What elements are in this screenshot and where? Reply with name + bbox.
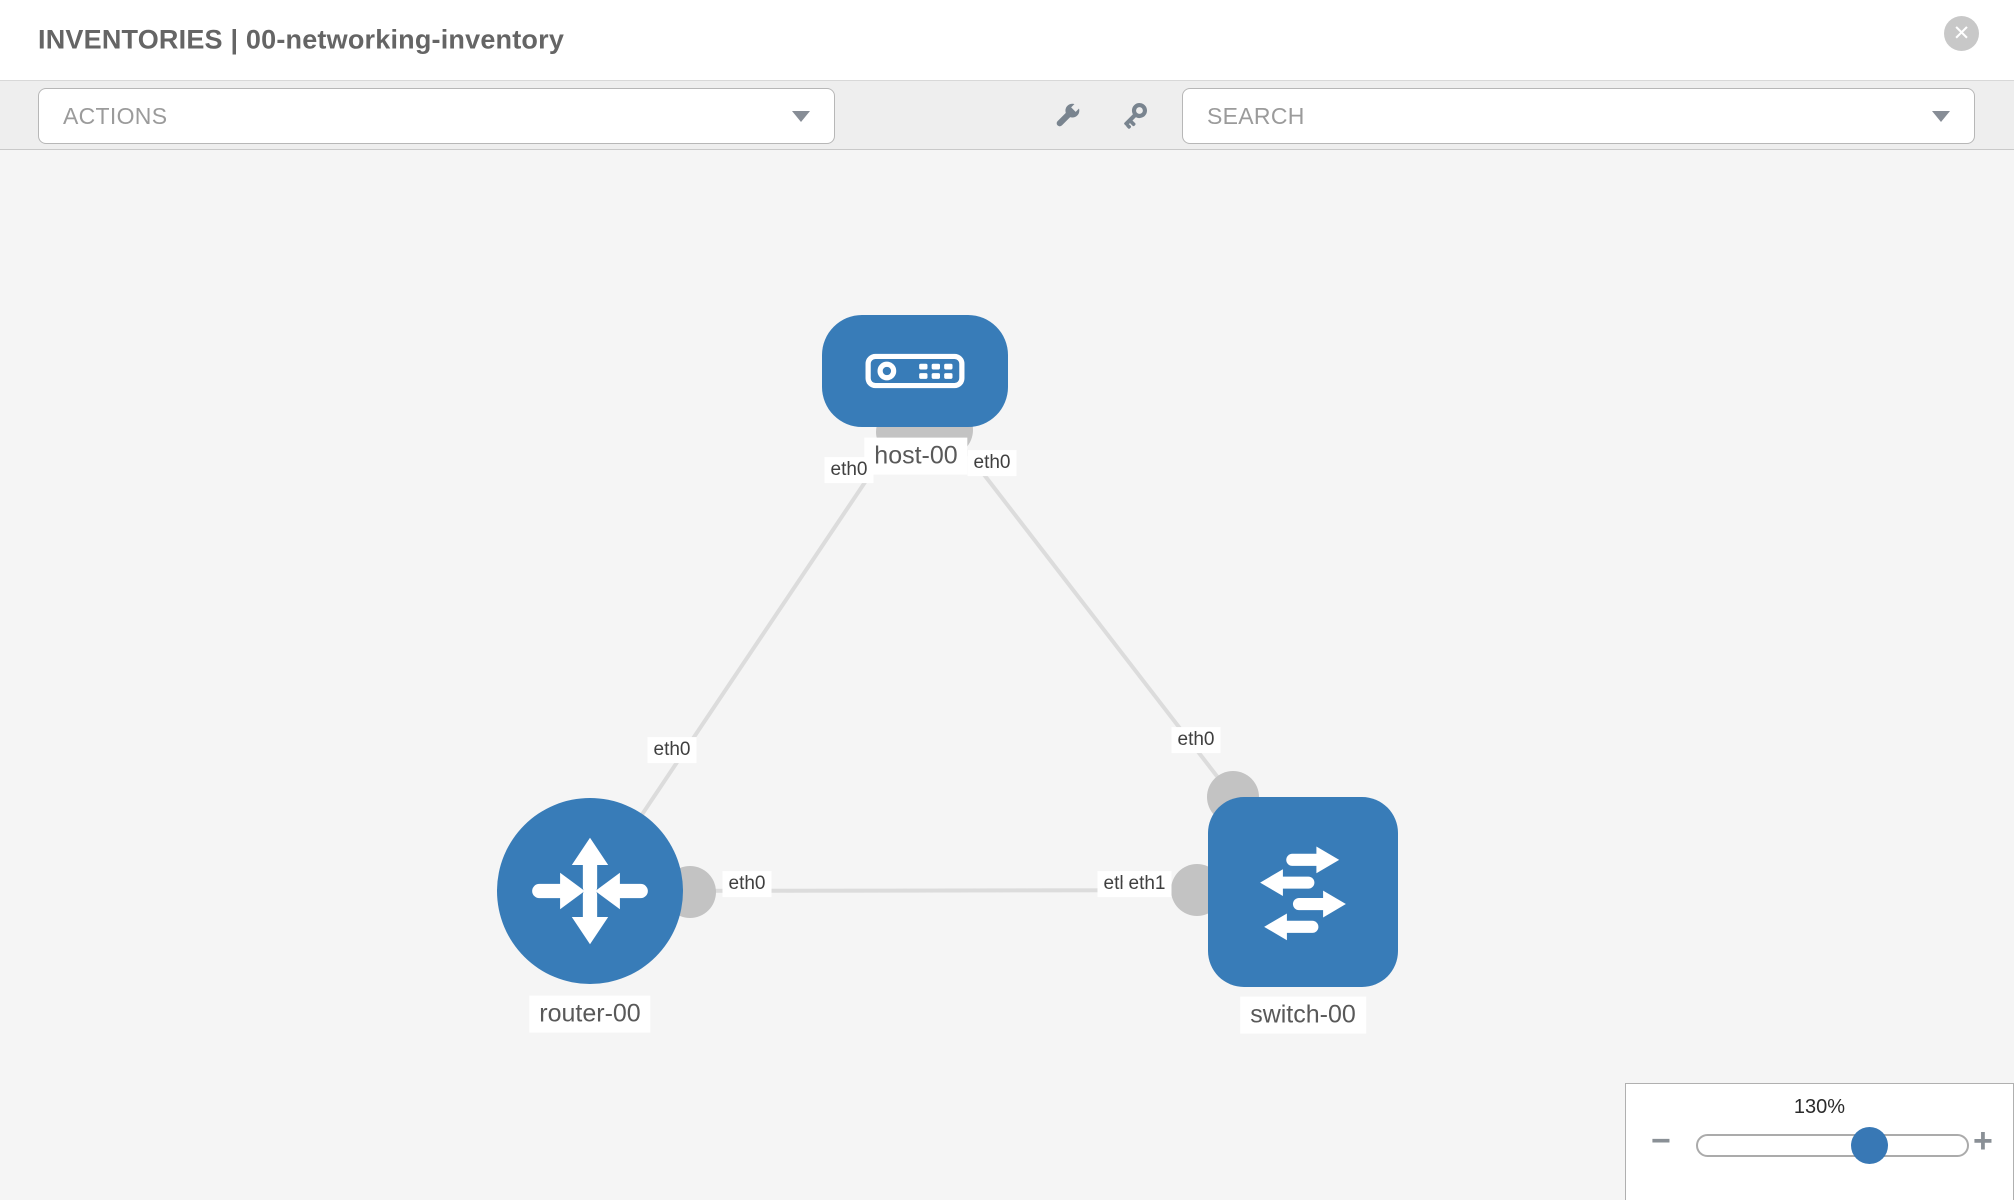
actions-dropdown-label: ACTIONS	[63, 102, 168, 129]
chevron-down-icon	[1932, 110, 1950, 122]
node-label-host: host-00	[864, 437, 968, 475]
zoom-slider-track[interactable]	[1696, 1134, 1969, 1157]
iface-label-router-eth0-right: eth0	[722, 871, 772, 897]
switch-icon	[1260, 846, 1346, 941]
toolbar: ACTIONS SEARCH	[0, 80, 2014, 150]
chevron-down-icon	[792, 110, 810, 122]
search-dropdown[interactable]: SEARCH	[1182, 88, 1975, 144]
router-icon	[532, 837, 648, 945]
node-switch[interactable]	[1208, 797, 1398, 987]
iface-label-switch-eth0-top: eth0	[1171, 727, 1221, 753]
node-label-switch: switch-00	[1240, 996, 1366, 1034]
zoom-control-panel: 130% − +	[1625, 1083, 2014, 1200]
links-layer	[588, 404, 1304, 918]
node-router[interactable]	[497, 798, 683, 984]
title-bar: INVENTORIES | 00-networking-inventory ✕	[0, 0, 2014, 80]
iface-label-host-eth0-right: eth0	[967, 450, 1017, 476]
zoom-level-value: 130%	[1793, 1096, 1846, 1118]
key-icon[interactable]	[1118, 100, 1150, 132]
topology-canvas[interactable]: host-00 router-00 switch-00 eth0 eth0 et…	[0, 150, 2014, 1200]
host-icon	[865, 353, 965, 389]
close-icon[interactable]: ✕	[1944, 16, 1979, 51]
zoom-out-button[interactable]: −	[1651, 1122, 1671, 1160]
zoom-slider-thumb[interactable]	[1851, 1127, 1888, 1164]
page-title: INVENTORIES | 00-networking-inventory	[38, 24, 565, 55]
node-label-router: router-00	[529, 995, 651, 1033]
iface-label-switch-eth1-left: eth1	[1122, 871, 1172, 897]
iface-label-host-eth0-left: eth0	[824, 457, 874, 483]
node-host[interactable]	[822, 315, 1008, 427]
iface-label-router-eth0-top: eth0	[647, 737, 697, 763]
search-dropdown-label: SEARCH	[1207, 102, 1305, 129]
actions-dropdown[interactable]: ACTIONS	[38, 88, 835, 144]
wrench-icon[interactable]	[1051, 100, 1083, 132]
zoom-in-button[interactable]: +	[1973, 1122, 1993, 1160]
